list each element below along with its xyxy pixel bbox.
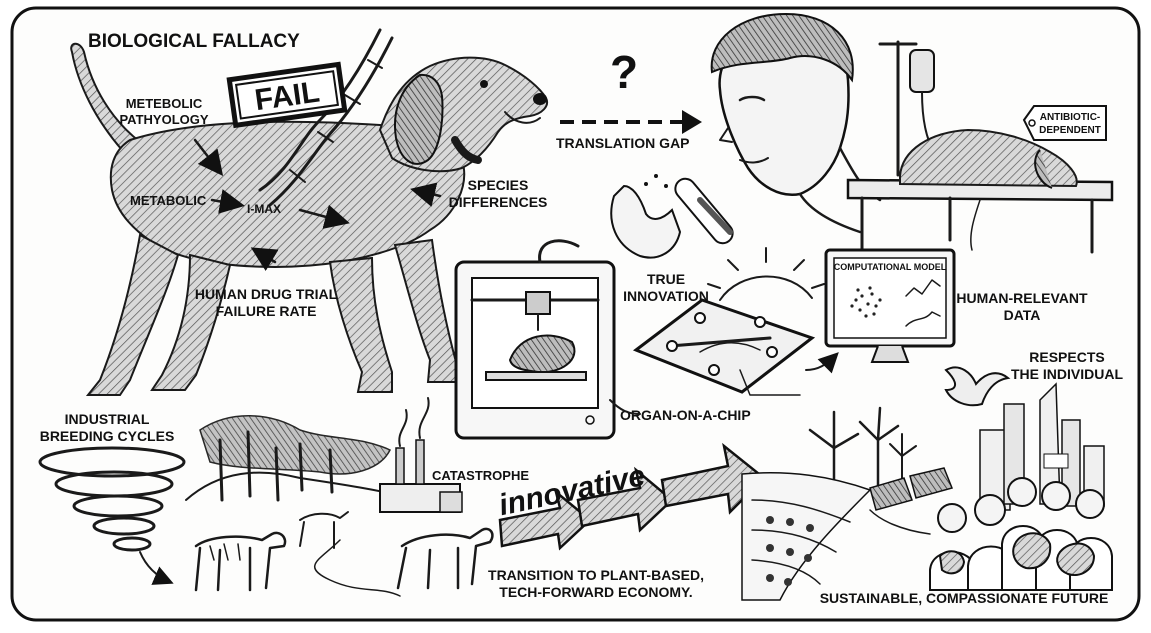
transition-economy-label-line2: TECH-FORWARD ECONOMY. [499,584,692,600]
sunrise-icon [707,247,825,301]
true-innovation-label: TRUE [647,271,685,287]
organ-on-a-chip-label: ORGAN-ON-A-CHIP [620,407,751,423]
true-innovation-label-line2: INNOVATION [623,288,709,304]
antibiotic-label-line2: DEPENDENT [1039,125,1101,136]
translation-gap-label: TRANSLATION GAP [556,135,690,151]
sustainable-landscape-illustration [741,382,1105,601]
antibiotic-dependent-tag: ANTIBIOTIC- DEPENDENT [1022,105,1107,141]
metebolic-pathyology-label-line2: PATHYOLOGY [119,112,208,127]
human-drug-trial-label: HUMAN DRUG TRIAL [195,286,338,302]
beagle-dog-illustration [70,28,548,396]
people-and-dogs-illustration [929,477,1113,591]
3d-printer-illustration [454,239,616,440]
skeleton-animals-illustration [194,511,494,597]
biological-fallacy-title: BIOLOGICAL FALLACY [88,31,300,52]
hand-test-tube-illustration [610,174,734,259]
sick-dog-table-illustration [846,128,1114,254]
burned-forest-illustration [185,415,421,502]
organ-on-a-chip-illustration [632,298,816,396]
respects-individual-label-line2: THE INDIVIDUAL [1011,366,1123,382]
species-differences-label: SPECIES [468,177,529,193]
innovative-arrows [498,442,766,551]
scatter-cloud-icon [850,286,882,318]
respects-individual-label: RESPECTS [1029,349,1104,365]
industrial-breeding-label-line2: BREEDING CYCLES [40,428,175,444]
antibiotic-label: ANTIBIOTIC- [1040,112,1101,123]
dove-icon [944,366,1011,407]
factory-illustration [379,397,463,513]
translation-gap-arrow: ? [560,46,702,134]
tornado-illustration [38,446,186,585]
industrial-breeding-label: INDUSTRIAL [65,411,150,427]
sustainable-future-label: SUSTAINABLE, COMPASSIONATE FUTURE [820,590,1109,606]
human-relevant-label-line2: DATA [1004,307,1041,323]
question-mark-icon: ? [610,46,638,98]
computational-model-label: COMPUTATIONAL MODEL [834,262,947,272]
metebolic-pathyology-label: METEBOLIC [126,96,203,111]
transition-economy-label: TRANSITION TO PLANT-BASED, [488,567,704,583]
i-max-label: I-MAX [247,202,281,216]
computer-monitor: COMPUTATIONAL MODEL [824,248,956,363]
catastrophe-label: CATASTROPHE [432,468,529,483]
human-face-illustration [710,12,882,234]
species-differences-label-line2: DIFFERENCES [449,194,548,210]
human-drug-trial-label-line2: FAILURE RATE [216,303,317,319]
metabolic-label: METABOLIC [130,193,207,208]
human-relevant-label: HUMAN-RELEVANT [956,290,1088,306]
fail-stamp: FAIL [226,61,348,129]
